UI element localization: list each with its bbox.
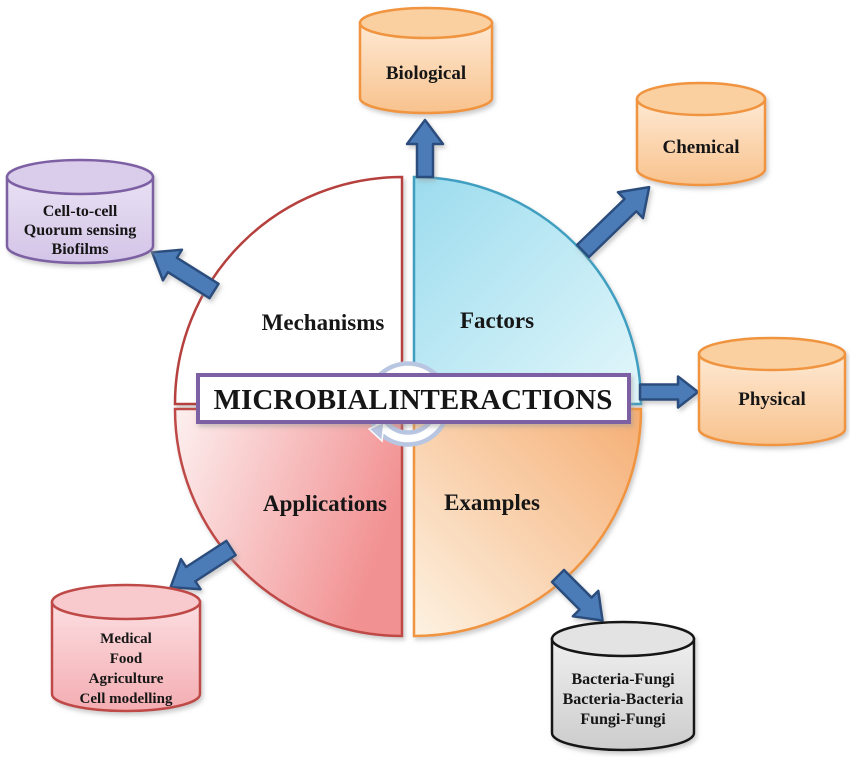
- cylinder-physical-top: [697, 336, 847, 372]
- cylinder-physical-label: Physical: [738, 389, 806, 410]
- quadrant-label-mechanisms: Mechanisms: [262, 310, 385, 335]
- center-title-frame: [196, 373, 631, 424]
- cycle-arrowhead: [367, 420, 385, 443]
- cylinder-application-areas-line: Agriculture: [89, 671, 164, 687]
- cylinder-biological: Biological: [358, 6, 494, 115]
- arrow-to-physical: [638, 375, 700, 409]
- cylinder-biological-top: [358, 6, 494, 40]
- arrow-to-example-pairs: [550, 568, 604, 622]
- quadrant-label-examples: Examples: [444, 490, 540, 515]
- cylinder-mechanism-types: Cell-to-cell Quorum sensing Biofilms: [5, 158, 155, 265]
- cylinder-example-pairs-line: Fungi-Fungi: [580, 711, 666, 728]
- cylinder-application-areas-top: [50, 583, 202, 621]
- cylinder-example-pairs: Bacteria-Fungi Bacteria-Bacteria Fungi-F…: [550, 620, 696, 752]
- quadrant-group: [173, 175, 643, 638]
- arrow-to-mechanism-types: [150, 248, 220, 300]
- cylinder-chemical-label: Chemical: [662, 137, 739, 158]
- cylinder-application-areas-line: Medical: [100, 631, 152, 647]
- cylinder-chemical: Chemical: [635, 81, 767, 187]
- center-title: MICROBIAL INTERACTIONS: [214, 384, 613, 416]
- cylinder-mechanism-types-line: Quorum sensing: [24, 222, 136, 239]
- cylinder-application-areas-body: [50, 600, 202, 713]
- cylinder-example-pairs-line: Bacteria-Bacteria: [563, 691, 684, 708]
- arrow-to-biological: [405, 118, 445, 179]
- cylinder-mechanism-types-line: Cell-to-cell: [43, 203, 118, 220]
- cylinder-biological-body: [358, 21, 494, 115]
- cylinder-mechanism-types-body: [5, 175, 155, 265]
- cylinder-chemical-top: [635, 81, 767, 117]
- arrow-to-application-areas: [169, 539, 237, 591]
- cylinder-application-areas-line: Food: [110, 651, 143, 667]
- quadrant-label-applications: Applications: [263, 491, 387, 516]
- cylinder-example-pairs-top: [550, 620, 696, 658]
- quadrant-mechanisms: [173, 175, 404, 406]
- cylinder-physical: Physical: [697, 336, 847, 447]
- quadrant-examples: [412, 407, 643, 638]
- cylinder-example-pairs-body: [550, 637, 696, 752]
- cylinder-application-areas-line: Cell modelling: [80, 691, 173, 707]
- cylinder-mechanism-types-top: [5, 158, 155, 196]
- cylinder-application-areas: Medical Food Agriculture Cell modelling: [50, 583, 202, 713]
- cylinder-example-pairs-line: Bacteria-Fungi: [571, 671, 675, 688]
- cylinder-mechanism-types-line: Biofilms: [52, 241, 109, 258]
- cylinder-biological-label: Biological: [386, 63, 466, 84]
- quadrant-factors: [412, 175, 643, 406]
- center-title-box: MICROBIAL INTERACTIONS: [196, 373, 631, 424]
- cylinder-chemical-body: [635, 97, 767, 187]
- cylinder-physical-body: [697, 352, 847, 447]
- quadrant-label-factors: Factors: [460, 308, 534, 333]
- arrow-group: [150, 118, 700, 622]
- arrow-to-chemical: [575, 185, 651, 259]
- quadrant-applications: [173, 407, 404, 638]
